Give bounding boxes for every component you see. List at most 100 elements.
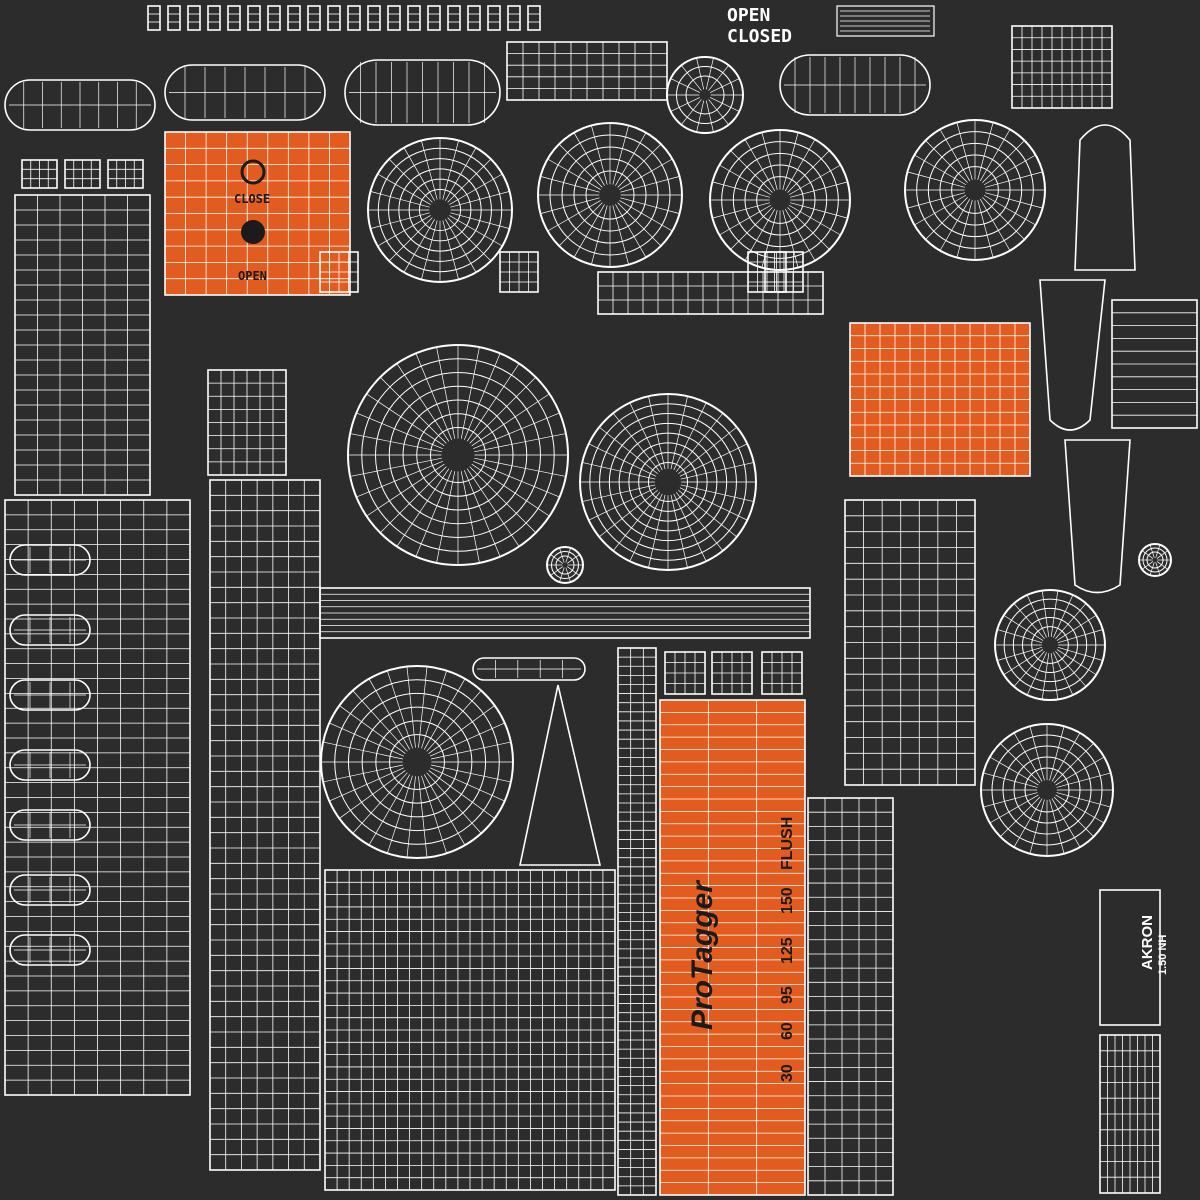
coupling-disk-b-spoke [1053,594,1074,638]
glyph-mark [287,5,301,31]
valve-sphere-disk-spoke [612,412,661,472]
hub-disk-a-spoke [403,219,435,273]
pin-shell-1 [9,614,91,646]
tiny-disk-b-spoke [1156,561,1169,570]
band-grid [597,271,824,315]
hub-disk-a-spoke [450,212,510,229]
valve-body-disk-spoke [350,457,442,477]
coupling-disk-a-spoke [329,722,404,757]
hub-disk-b-spoke [591,205,608,265]
hub-disk-b-spoke [540,176,600,193]
valve-body-disk-spoke [474,433,566,453]
hub-disk-b-spoke [612,125,629,185]
hub-disk-a-spoke [370,191,430,208]
coupling-disk-c-spoke [1053,796,1094,837]
coupling-disk-c-spoke [1051,798,1081,848]
coupling-disk-b-spoke [1026,652,1047,696]
coupling-disk-a-spoke [430,767,505,802]
coupling-disk-a-spoke [428,770,495,819]
glyph-mark [347,5,361,31]
hub-disk-c-spoke [788,164,841,196]
coupling-disk-b-spoke [1056,649,1097,676]
coupling-disk-a-spoke [352,772,408,834]
pin-shell-2 [9,679,91,711]
small-disk-spoke [708,65,729,91]
hub-disk-d-spoke [925,197,968,240]
coupling-disk-c-spoke [983,792,1038,808]
tiny-disk-b-spoke [1155,544,1161,558]
hub-disk-d-spoke [939,198,971,251]
hub-disk-d-spoke [907,192,965,209]
valve-sphere-disk-spoke [679,443,748,477]
coupling-disk-b-spoke [1057,629,1103,644]
hub-disk-d-spoke [925,140,968,183]
hub-disk-b-spoke [558,143,603,188]
glyph-mark [407,5,421,31]
valve-sphere-disk-spoke [675,492,724,552]
coupling-disk-a-spoke [421,775,447,854]
close-lever-label: CLOSE [234,192,271,206]
coupling-disk-b-spoke [1057,646,1103,661]
coupling-disk-c-spoke [1051,732,1081,782]
valve-body-disk-spoke [463,470,501,557]
valve-sphere-disk-spoke [670,396,688,470]
valve-body-disk-spoke [396,468,450,547]
hub-disk-b-spoke [547,200,601,232]
valve-body-disk-spoke [460,471,480,563]
hub-disk-a-spoke [442,140,459,200]
glyph-mark [387,5,401,31]
open-label: OPEN [727,5,771,26]
pin-shell-4 [9,809,91,841]
coupling-disk-a-spoke [431,741,511,760]
hub-disk-c-spoke [744,139,776,192]
coupling-disk-a-spoke [426,690,482,752]
hub-disk-d-spoke [977,122,994,180]
valve-sphere-disk-spoke [629,402,663,471]
valve-body-disk-spoke [379,376,447,444]
hub-disk-d-spoke [939,129,971,182]
small-disk-spoke [681,65,702,91]
valve-sphere-disk-spoke [648,396,666,470]
tiny-disk-b-spoke [1141,561,1154,570]
hub-disk-a-spoke [445,147,477,201]
hub-disk-b-spoke [573,204,605,258]
small-disk-spoke [681,99,702,125]
akron-label: AKRON [1139,915,1156,970]
coupling-disk-a-spoke [421,670,447,749]
coupling-disk-b-spoke [1053,652,1074,696]
valve-sphere-disk-spoke [629,493,663,562]
glyph-mark [267,5,281,31]
coupling-disk-a-spoke [423,678,466,750]
tiny-disk-b-spoke [1141,550,1154,559]
hub-disk-a-spoke [450,191,510,208]
coupling-disk-a-spoke [430,722,505,757]
hub-disk-d-spoke [979,129,1011,182]
glyph-mark [187,5,201,31]
coupling-disk-c-spoke [1000,796,1041,837]
valve-body-disk-spoke [466,363,520,442]
hub-disk-d-spoke [983,194,1036,226]
coupling-disk-b-spoke [1003,649,1044,676]
hub-disk-d-spoke [914,194,967,226]
small-disk-spoke [696,100,705,133]
open-lever-icon [241,220,265,244]
hub-disk-b-spoke [619,158,673,190]
hub-disk-b-spoke [615,204,647,258]
coupling-disk-b-spoke [1013,603,1045,639]
hub-disk-c-spoke [784,139,816,192]
tiny-disk-spoke [566,554,580,564]
valve-body-disk-spoke [466,468,520,547]
valve-body-disk-spoke [356,460,443,498]
hub-disk-b-spoke [540,197,600,214]
coupling-disk-b-spoke [1041,653,1050,700]
glyph-mark [467,5,481,31]
valve-sphere-disk-spoke [588,487,657,521]
coupling-disk-c-spoke [1056,792,1111,808]
hub-disk-d-spoke [956,122,973,180]
hub-disk-a-spoke [449,173,503,205]
hub-disk-b-spoke [620,197,680,214]
coupling-disk-c-spoke [989,756,1039,786]
valve-sphere-disk-spoke [582,462,656,480]
coupling-disk-c-spoke [1056,772,1111,788]
